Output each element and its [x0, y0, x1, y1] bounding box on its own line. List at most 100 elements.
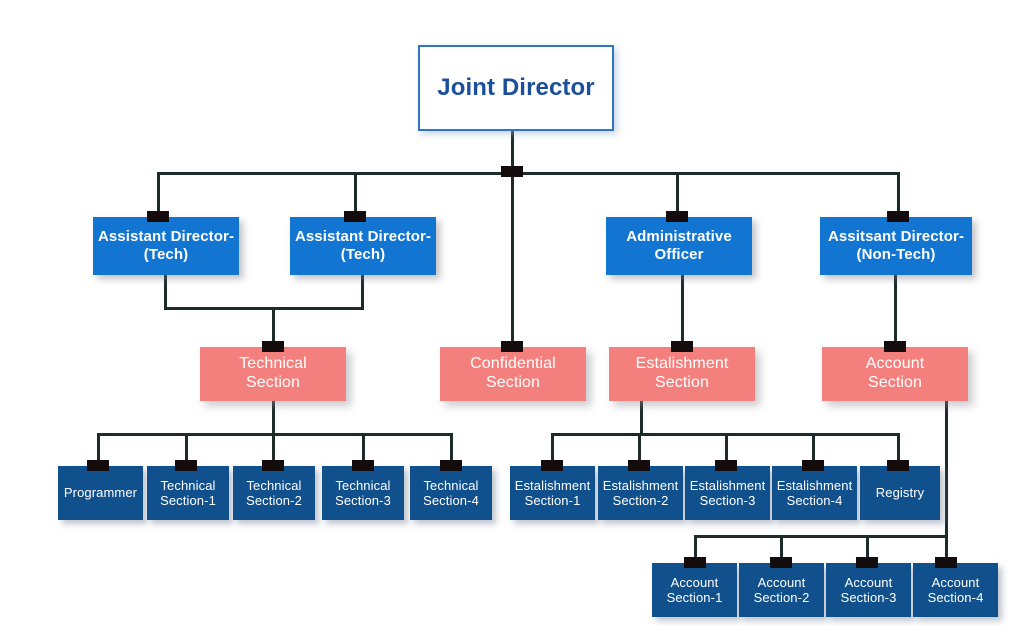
connector-drop-account-4 — [945, 535, 948, 563]
connector-drop-establishment-3 — [725, 433, 728, 467]
connector-technical-stem — [272, 307, 275, 347]
node-label: Programmer — [63, 485, 138, 501]
connector-drop-establishment-1 — [551, 433, 554, 467]
node-label: Registry — [875, 485, 925, 501]
connector-ad2-down — [361, 274, 364, 310]
connector-technical-children-stem — [272, 400, 275, 435]
node-label: Joint Director — [437, 73, 595, 101]
clip-admin-officer — [666, 211, 688, 222]
clip-technical-3 — [352, 460, 374, 471]
node-programmer[interactable]: Programmer — [58, 466, 143, 520]
clip-technical-4 — [440, 460, 462, 471]
connector-adnontech-to-account — [894, 274, 897, 347]
connector-admin-to-establishment — [681, 274, 684, 347]
clip-establishment-4 — [802, 460, 824, 471]
clip-account-section — [884, 341, 906, 352]
connector-drop-ad-tech-2 — [354, 172, 357, 217]
node-assistant-director-tech-1[interactable]: Assistant Director-(Tech) — [93, 217, 239, 275]
connector-drop-account-3 — [866, 535, 869, 563]
clip-programmer — [87, 460, 109, 471]
clip-confidential-section — [501, 341, 523, 352]
clip-account-1 — [684, 557, 706, 568]
clip-establishment-section — [671, 341, 693, 352]
connector-drop-registry — [897, 433, 900, 467]
connector-drop-programmer — [97, 433, 100, 467]
connector-drop-technical-2 — [272, 433, 275, 467]
node-label: Assistant Director-(Tech) — [97, 228, 235, 263]
clip-ad-nontech — [887, 211, 909, 222]
clip-level2-bus-center — [501, 166, 523, 177]
node-assistant-director-non-tech[interactable]: Assitsant Director-(Non-Tech) — [820, 217, 972, 275]
connector-ad1-down — [164, 274, 167, 310]
clip-establishment-3 — [715, 460, 737, 471]
connector-drop-admin-officer — [676, 172, 679, 217]
connector-drop-ad-nontech — [897, 172, 900, 217]
connector-drop-establishment-4 — [812, 433, 815, 467]
clip-ad-tech-2 — [344, 211, 366, 222]
clip-account-3 — [856, 557, 878, 568]
connector-drop-technical-1 — [185, 433, 188, 467]
connector-drop-ad-tech-1 — [157, 172, 160, 217]
node-label: Assitsant Director-(Non-Tech) — [827, 228, 965, 263]
clip-establishment-1 — [541, 460, 563, 471]
connector-establishment-children-stem — [640, 400, 643, 435]
connector-technical-children-bus — [97, 433, 453, 436]
clip-account-2 — [770, 557, 792, 568]
clip-technical-2 — [262, 460, 284, 471]
node-joint-director[interactable]: Joint Director — [418, 45, 614, 131]
clip-technical-section — [262, 341, 284, 352]
connector-root-to-confidential — [511, 172, 514, 347]
clip-registry — [887, 460, 909, 471]
connector-account-children-stem — [945, 400, 948, 538]
connector-drop-account-2 — [780, 535, 783, 563]
clip-account-4 — [935, 557, 957, 568]
connector-drop-technical-3 — [362, 433, 365, 467]
connector-account-children-bus — [694, 535, 948, 538]
connector-level2-bus — [157, 172, 900, 175]
node-label: Assistant Director-(Tech) — [294, 228, 432, 263]
node-registry[interactable]: Registry — [860, 466, 940, 520]
node-assistant-director-tech-2[interactable]: Assistant Director-(Tech) — [290, 217, 436, 275]
connector-drop-account-1 — [694, 535, 697, 563]
clip-ad-tech-1 — [147, 211, 169, 222]
connector-drop-establishment-2 — [638, 433, 641, 467]
connector-technical-merge-bus — [164, 307, 364, 310]
connector-drop-technical-4 — [450, 433, 453, 467]
clip-technical-1 — [175, 460, 197, 471]
